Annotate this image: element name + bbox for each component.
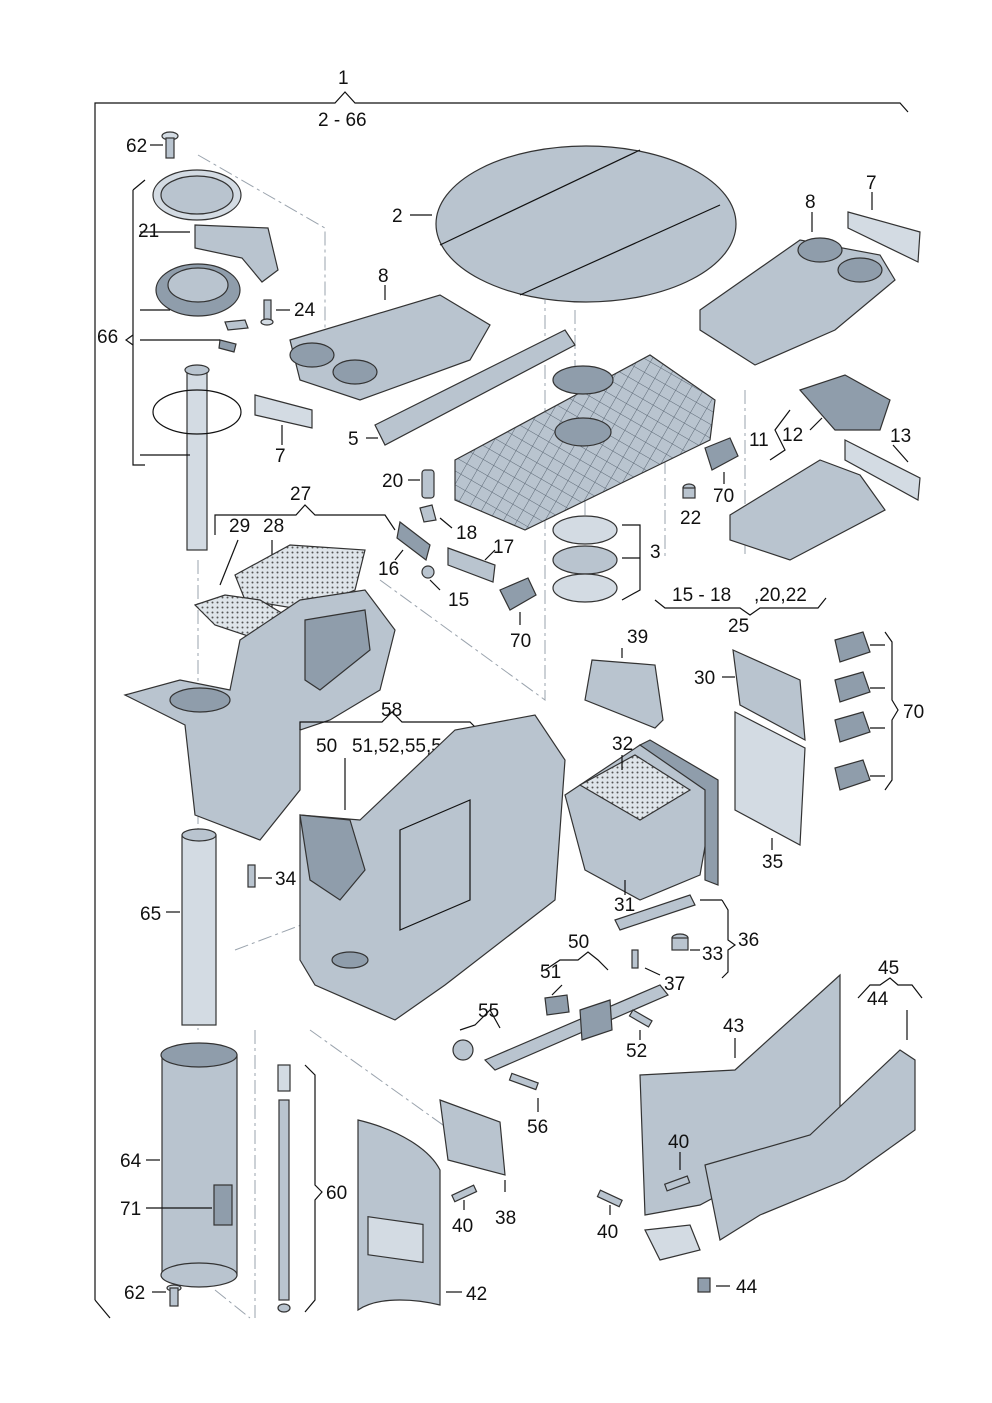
callout-15-18: 15 - 18 <box>672 585 731 606</box>
cover-42-handle-38: 42 38 40 <box>357 1099 516 1312</box>
callout-27: 27 <box>290 484 311 505</box>
callout-20-22: ,20,22 <box>754 585 807 606</box>
console-body <box>123 589 396 841</box>
insert-12-pad-13-tray-11: 11 12 13 <box>729 374 921 561</box>
callout-60: 60 <box>326 1183 347 1204</box>
callout-31: 31 <box>614 895 635 916</box>
callout-44-bottom: 44 <box>736 1277 758 1298</box>
callout-50-mid: 50 <box>568 932 589 953</box>
pad-7-right: 7 <box>847 173 921 263</box>
callout-40-low: 40 <box>597 1222 618 1243</box>
callout-44-top: 44 <box>867 989 889 1010</box>
callout-39: 39 <box>627 627 648 648</box>
callout-7-left: 7 <box>275 446 286 467</box>
callout-66: 66 <box>97 327 118 348</box>
callout-45: 45 <box>878 958 899 979</box>
callout-24: 24 <box>294 300 316 321</box>
main-assembly-bracket: 1 2 - 66 <box>94 68 909 1319</box>
mechanism-50: 50 51 55 52 56 <box>452 932 669 1138</box>
range-bracket-25: 15 - 18 ,20,22 25 <box>654 585 827 637</box>
callout-58: 58 <box>381 700 402 721</box>
callout-51-list: 51,52,55,56 <box>352 736 452 757</box>
small-parts-15-22: 20 18 17 16 15 70 22 70 <box>378 437 739 652</box>
callout-7-right: 7 <box>866 173 877 194</box>
callout-35: 35 <box>762 852 783 873</box>
callout-13: 13 <box>890 426 911 447</box>
housing-58: 58 50 51,52,55,56 <box>299 700 566 1021</box>
callout-18: 18 <box>456 523 477 544</box>
center-tray <box>454 354 716 531</box>
callout-5: 5 <box>348 429 359 450</box>
callout-25: 25 <box>728 616 749 637</box>
side-panels-43-45: 45 44 43 <box>639 958 923 1261</box>
callout-21: 21 <box>138 221 159 242</box>
screw-34: 34 <box>247 864 297 890</box>
callout-29: 29 <box>229 516 250 537</box>
callout-55: 55 <box>478 1001 499 1022</box>
callout-30: 30 <box>694 668 715 689</box>
callout-20: 20 <box>382 471 403 492</box>
callout-34: 34 <box>275 869 297 890</box>
callout-65: 65 <box>140 904 161 925</box>
callout-71: 71 <box>120 1199 141 1220</box>
callout-3: 3 <box>650 542 661 563</box>
callout-40-left: 40 <box>452 1216 473 1237</box>
callout-12: 12 <box>782 425 803 446</box>
callout-43: 43 <box>723 1016 744 1037</box>
panels-30-35: 30 35 <box>694 649 806 873</box>
callout-36: 36 <box>738 930 759 951</box>
cupholder-frame-8-left: 8 <box>289 266 491 401</box>
callout-33: 33 <box>702 944 723 965</box>
callout-52: 52 <box>626 1041 647 1062</box>
callout-42: 42 <box>466 1284 487 1305</box>
strip-5: 5 <box>348 329 576 450</box>
callout-22: 22 <box>680 508 701 529</box>
pad-7-left: 7 <box>254 394 313 467</box>
callout-56: 56 <box>527 1117 548 1138</box>
callout-38: 38 <box>495 1208 516 1229</box>
callout-2-66: 2 - 66 <box>318 110 367 131</box>
rings-3: 3 <box>552 515 661 603</box>
callout-40-mid: 40 <box>668 1132 689 1153</box>
callout-62-bottom: 62 <box>124 1283 145 1304</box>
screw-24: 24 <box>260 299 316 326</box>
bracket-36: 36 33 37 <box>614 894 759 995</box>
callout-16: 16 <box>378 559 399 580</box>
callout-62-top: 62 <box>126 136 147 157</box>
clips-70-group: 70 <box>834 631 924 791</box>
callout-28: 28 <box>263 516 284 537</box>
callout-32: 32 <box>612 734 633 755</box>
screws-40-clip-44: 40 40 44 <box>596 1132 758 1298</box>
callout-51: 51 <box>540 962 561 983</box>
flap-39: 39 <box>584 627 664 729</box>
callout-2: 2 <box>392 206 403 227</box>
callout-8-left: 8 <box>378 266 389 287</box>
screw-62-top: 62 <box>126 131 179 159</box>
callout-50-top: 50 <box>316 736 337 757</box>
lid-2: 2 <box>392 145 737 303</box>
callout-70-mid: 70 <box>510 631 531 652</box>
callout-17: 17 <box>493 537 514 558</box>
bin-31-32: 32 31 <box>564 734 719 916</box>
callout-11: 11 <box>749 430 769 451</box>
strut-60: 60 <box>277 1064 347 1313</box>
callout-8-right: 8 <box>805 192 816 213</box>
cylinder-64: 64 71 62 <box>120 1042 238 1307</box>
assembly-66-stack: 66 21 <box>97 169 279 551</box>
callout-70-group: 70 <box>903 702 924 723</box>
callout-15: 15 <box>448 590 469 611</box>
tube-65: 65 <box>140 828 217 1026</box>
callout-37: 37 <box>664 974 685 995</box>
callout-64: 64 <box>120 1151 142 1172</box>
cupholder-frame-8-right: 8 <box>699 192 896 366</box>
callout-1: 1 <box>338 68 349 89</box>
callout-70-right: 70 <box>713 486 734 507</box>
